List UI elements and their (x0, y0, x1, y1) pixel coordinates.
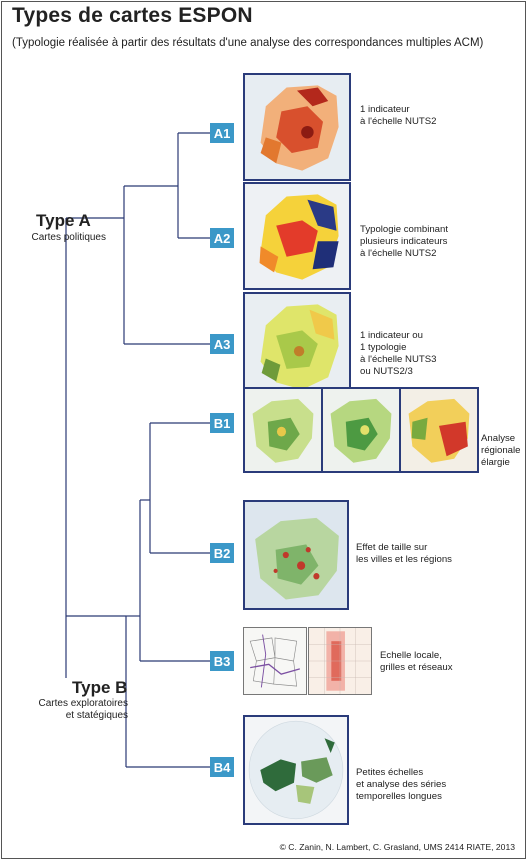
map-a3 (243, 292, 351, 400)
page-subtitle: (Typologie réalisée à partir des résulta… (12, 37, 484, 49)
desc-b3: Echelle locale, grilles et réseaux (380, 650, 453, 673)
map-b2 (243, 500, 349, 610)
map-b1-b (321, 387, 401, 473)
map-b3-b (308, 627, 372, 695)
type-b-sub: Cartes exploratoires et statégiques (38, 698, 128, 721)
credit-text: © C. Zanin, N. Lambert, C. Grasland, UMS… (279, 842, 515, 852)
type-b-label: Type B (72, 678, 128, 697)
badge-a3: A3 (210, 334, 234, 354)
badge-b4: B4 (210, 757, 234, 777)
page-title: Types de cartes ESPON (12, 4, 253, 27)
desc-b4: Petites échelles et analyse des séries t… (356, 767, 447, 802)
map-a1 (243, 73, 351, 181)
map-b3-a (243, 627, 307, 695)
badge-b3: B3 (210, 651, 234, 671)
badge-b1: B1 (210, 413, 234, 433)
badge-b2: B2 (210, 543, 234, 563)
desc-a2: Typologie combinant plusieurs indicateur… (360, 224, 448, 259)
map-b1-a (243, 387, 323, 473)
map-b4 (243, 715, 349, 825)
type-a-sub: Cartes politiques (31, 232, 106, 243)
type-a-label: Type A (36, 211, 91, 230)
badge-a2: A2 (210, 228, 234, 248)
desc-a1: 1 indicateur à l'échelle NUTS2 (360, 104, 437, 127)
map-b1-c (399, 387, 479, 473)
map-a2 (243, 182, 351, 290)
desc-a3: 1 indicateur ou 1 typologie à l'échelle … (360, 330, 437, 377)
badge-a1: A1 (210, 123, 234, 143)
desc-b2: Effet de taille sur les villes et les ré… (356, 542, 452, 565)
desc-b1: Analyse régionale élargie (481, 433, 521, 468)
